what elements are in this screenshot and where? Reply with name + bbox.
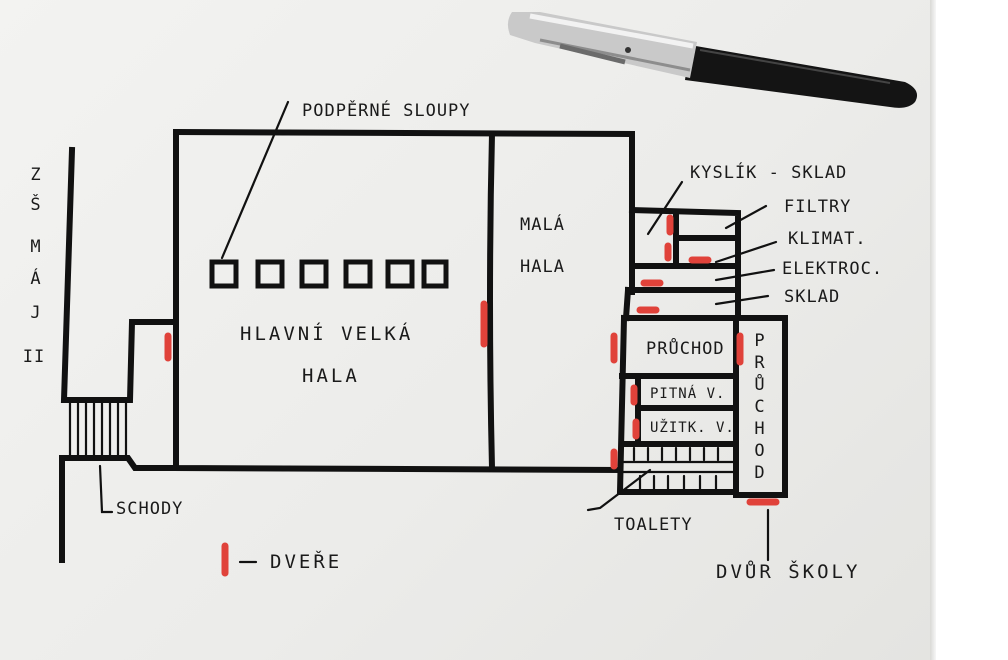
label-toilets: TOALETY	[614, 515, 693, 535]
passage-letter: O	[754, 441, 765, 461]
school-name-letter: Š	[30, 193, 41, 215]
school-name-letter: II	[23, 347, 45, 367]
passage-letter: R	[754, 353, 765, 373]
paper-edge	[930, 0, 936, 660]
passage-letter: C	[754, 397, 765, 417]
school-name-letter: Z	[30, 165, 41, 185]
halls	[172, 128, 635, 474]
floor-plan: PODPĚRNÉ SLOUPY HLAVNÍ VELKÁ HALA MALÁ H…	[23, 12, 918, 583]
label-main-hall-line1: HLAVNÍ VELKÁ	[240, 322, 413, 345]
toilets-fixtures	[620, 446, 738, 492]
label-pointers	[238, 180, 778, 564]
label-climate: KLIMAT.	[788, 229, 867, 249]
passage-letter: P	[754, 331, 765, 351]
label-filters: FILTRY	[784, 197, 851, 217]
passage-letter: D	[754, 463, 765, 483]
school-name-letter: J	[30, 303, 41, 323]
label-support-columns: PODPĚRNÉ SLOUPY	[302, 99, 471, 121]
passage-letter: Ů	[754, 373, 765, 395]
pen	[507, 12, 918, 108]
label-stairs: SCHODY	[116, 499, 183, 519]
passage-letter: H	[754, 419, 765, 439]
label-small-hall-line2: HALA	[520, 257, 565, 277]
paper-sheet	[0, 0, 935, 660]
label-drinking-water: PITNÁ V.	[650, 385, 725, 402]
stairs	[68, 400, 128, 514]
label-passage-vertical: P R Ů C H O D	[754, 331, 765, 483]
school-name-letter: M	[30, 237, 41, 257]
support-columns-pointer	[220, 100, 290, 260]
doors	[164, 214, 780, 577]
label-door-legend: DVEŘE	[270, 550, 342, 573]
label-passage-horizontal: PRŮCHOD	[646, 337, 725, 359]
school-name-letter: Á	[30, 267, 41, 289]
label-small-hall-line1: MALÁ	[520, 213, 565, 235]
school-building-outline	[59, 146, 179, 563]
label-school-yard: DVŮR ŠKOLY	[716, 559, 860, 583]
label-service-water: UŽITK. V.	[650, 418, 735, 436]
label-oxygen-storage: KYSLÍK - SKLAD	[690, 161, 847, 183]
label-school-name: Z Š M Á J II	[23, 165, 45, 367]
support-columns	[209, 259, 449, 289]
label-storage: SKLAD	[784, 287, 840, 307]
label-electrical: ELEKTROC.	[782, 259, 883, 279]
label-main-hall-line2: HALA	[302, 365, 360, 387]
